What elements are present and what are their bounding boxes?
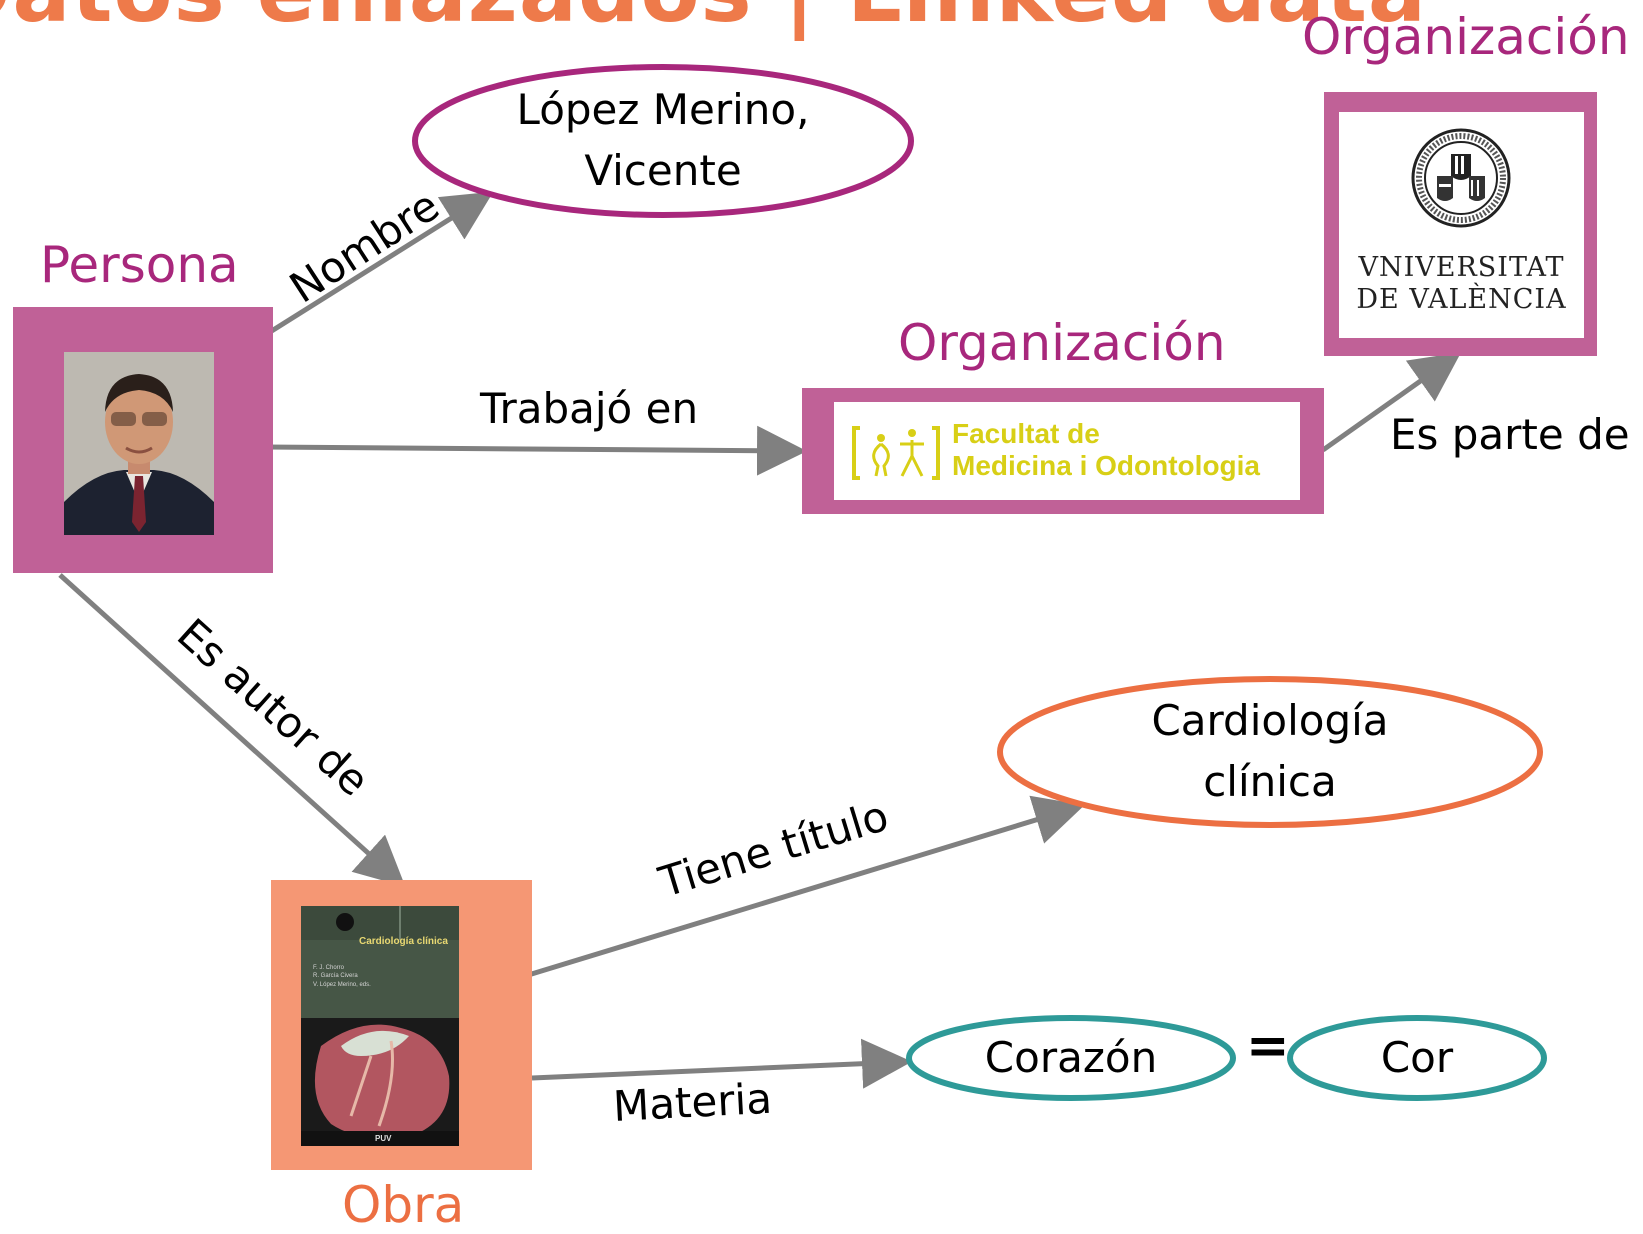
node-titulo: Cardiología clínica: [1000, 679, 1540, 825]
obra-node: Cardiología clínica F. J. Chorro R. Garc…: [271, 880, 532, 1170]
relation-parte: Es parte de: [1390, 410, 1630, 459]
facultat-logo-line1: Facultat de: [952, 418, 1100, 449]
facultat-logo-text: Facultat de Medicina i Odontologia: [952, 418, 1260, 482]
persona-node: [13, 307, 273, 573]
facultat-logo: Facultat de Medicina i Odontologia: [834, 402, 1300, 500]
edge-nombre: [268, 191, 494, 335]
universitat-logo-line1: VNIVERSITAT: [1358, 252, 1565, 283]
node-nombre-line1: López Merino,: [516, 85, 810, 135]
edge-titulo: [524, 795, 1085, 979]
node-nombre-line2: Vicente: [584, 146, 742, 195]
edge-trabajo: [264, 425, 807, 476]
node-titulo-line1: Cardiología: [1151, 696, 1389, 746]
node-materia: Corazón: [984, 1032, 1158, 1082]
category-organizacion-universitat: Organización: [1302, 8, 1630, 66]
relation-trabajo: Trabajó en: [480, 384, 699, 433]
facultat-logo-line2: Medicina i Odontologia: [952, 450, 1260, 482]
book-cover-authors: F. J. Chorro R. García Civera V. López M…: [313, 964, 371, 989]
universitat-logo: VNIVERSITAT DE VALÈNCIA: [1339, 112, 1584, 338]
book-cover: Cardiología clínica F. J. Chorro R. Garc…: [301, 906, 459, 1146]
node-materia-ellipse: [906, 1015, 1236, 1101]
book-author-1: F. J. Chorro: [313, 965, 345, 971]
node-materia-equiv: Cor: [1380, 1032, 1454, 1082]
book-cover-title: Cardiología clínica: [359, 936, 448, 947]
facultat-logo-icon: [852, 426, 940, 480]
node-titulo-line2: clínica: [1203, 757, 1337, 806]
relation-materia: Materia: [611, 1073, 774, 1131]
category-persona: Persona: [40, 236, 239, 294]
node-titulo-ellipse: [997, 676, 1543, 828]
category-obra: Obra: [342, 1176, 465, 1234]
edge-materia: [531, 1038, 912, 1089]
universitat-logo-text: VNIVERSITAT DE VALÈNCIA: [1339, 252, 1584, 317]
equals-sign: =: [1246, 1016, 1290, 1076]
book-cover-publisher: PUV: [375, 1134, 392, 1143]
category-organizacion-facultat: Organización: [898, 314, 1226, 372]
page-title: Datos enlazados | Linked data: [0, 0, 1427, 42]
person-photo: [64, 352, 214, 535]
book-author-2: R. García Civera: [313, 973, 358, 980]
node-nombre-ellipse: [412, 64, 914, 218]
universitat-seal-icon: [1411, 128, 1511, 228]
universitat-node: VNIVERSITAT DE VALÈNCIA: [1324, 92, 1597, 356]
edge-autor: [58, 573, 406, 887]
edge-parte: [1321, 352, 1462, 453]
facultat-node: Facultat de Medicina i Odontologia: [802, 388, 1324, 514]
book-author-3: V. López Merino, eds.: [313, 981, 371, 988]
universitat-logo-line2: DE VALÈNCIA: [1356, 284, 1567, 316]
node-materia-equiv-ellipse: [1287, 1015, 1547, 1101]
node-nombre: López Merino, Vicente: [415, 67, 911, 215]
